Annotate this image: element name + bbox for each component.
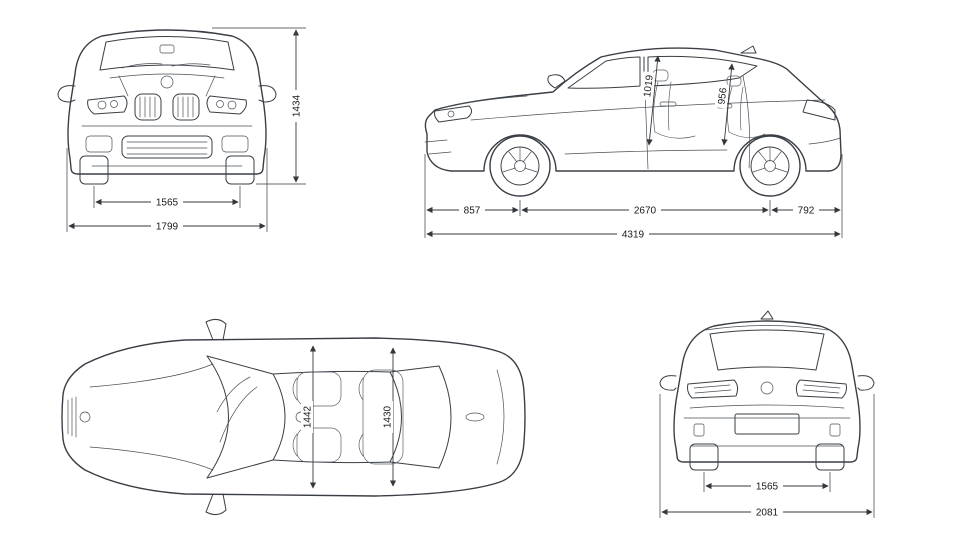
rear-view: 1565 2081 xyxy=(659,310,875,519)
front-bumper xyxy=(81,125,253,167)
top-grille xyxy=(67,396,91,438)
front-track-label: 1565 xyxy=(156,198,179,209)
side-dim-front-headroom: 1019 xyxy=(640,55,661,146)
top-view: 1442 1430 xyxy=(61,318,526,516)
side-windows xyxy=(567,55,758,89)
rear-interior-width-label: 1430 xyxy=(383,405,394,428)
front-width-label: 1799 xyxy=(156,222,179,233)
rear-view-wheels xyxy=(689,443,845,471)
bmw-roundel xyxy=(160,75,174,89)
front-overhang-label: 857 xyxy=(464,206,481,217)
rear-track-label: 1565 xyxy=(756,482,779,493)
kidney-grille xyxy=(134,93,200,121)
front-view-side-mirrors xyxy=(57,85,277,103)
bmw-roundel-top xyxy=(79,411,91,423)
front-dim-height: 1434 xyxy=(212,27,306,185)
license-plate xyxy=(734,413,800,435)
front-dim-width: 1799 xyxy=(66,148,268,233)
front-dim-track: 1565 xyxy=(93,186,241,209)
rear-bumper xyxy=(683,413,851,447)
rear-dim-width: 2081 xyxy=(659,394,875,519)
rear-antenna-fin xyxy=(760,310,774,320)
rearview-mirror xyxy=(159,44,175,54)
rear-view-side-mirrors xyxy=(659,375,875,391)
front-view: 1434 1565 1799 xyxy=(57,27,306,233)
wheelbase-label: 2670 xyxy=(634,206,657,217)
length-label: 4319 xyxy=(622,230,645,241)
side-mirror xyxy=(547,74,566,89)
side-headlight xyxy=(434,105,473,123)
roof-antenna-fin xyxy=(740,45,757,54)
rear-overhang-label: 792 xyxy=(798,206,815,217)
top-side-mirrors xyxy=(205,318,227,516)
side-dim-rows: 857 2670 792 4319 xyxy=(424,154,843,241)
top-dim-rear-width: 1430 xyxy=(381,347,397,487)
rear-dim-track: 1565 xyxy=(703,472,831,493)
side-front-wheel xyxy=(489,135,551,197)
side-car-body xyxy=(424,45,842,197)
rear-car-body xyxy=(659,310,875,471)
bmw-roundel-rear xyxy=(760,381,774,395)
top-seats xyxy=(292,369,404,465)
front-height-label: 1434 xyxy=(292,94,303,117)
side-rear-wheel xyxy=(739,135,801,197)
taillights xyxy=(687,379,847,399)
front-interior-width-label: 1442 xyxy=(303,405,314,428)
side-view: 1019 956 857 2670 79 xyxy=(424,45,843,241)
side-dim-rear-headroom: 956 xyxy=(714,63,735,146)
rear-headroom-label: 956 xyxy=(717,87,730,105)
front-view-wheels xyxy=(79,155,255,185)
top-car-body xyxy=(61,318,526,516)
top-dim-front-width: 1442 xyxy=(301,345,317,489)
rear-width-label: 2081 xyxy=(756,508,779,519)
antenna-fin-top xyxy=(465,412,485,422)
rear-window xyxy=(709,329,825,371)
front-headroom-label: 1019 xyxy=(642,74,656,98)
side-taillight xyxy=(802,99,836,121)
front-car-body xyxy=(57,29,277,185)
front-headlights xyxy=(87,95,247,115)
front-door-handle xyxy=(659,101,677,107)
